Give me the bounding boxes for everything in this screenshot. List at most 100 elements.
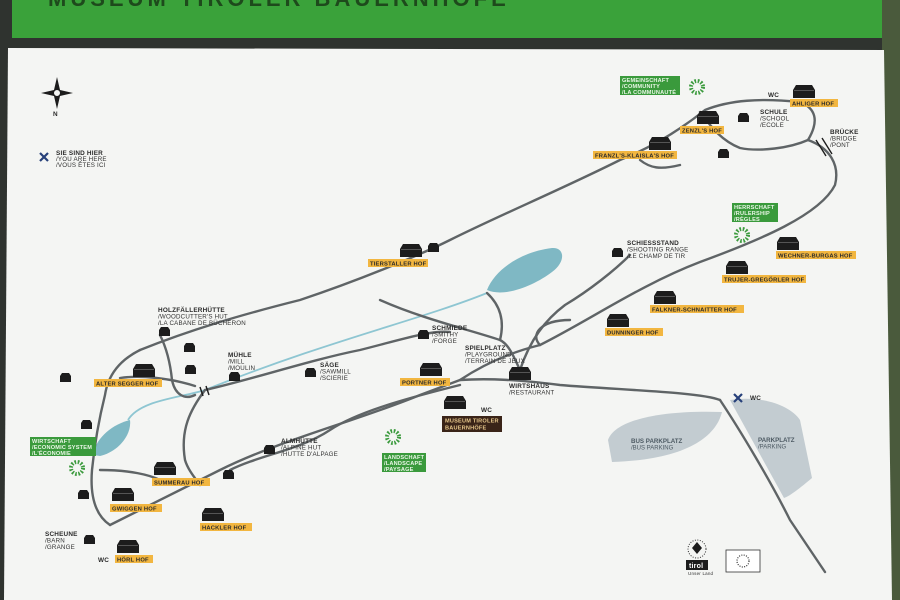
svg-text:/BRIDGE: /BRIDGE [830,136,857,143]
farm-tag-dunninger: DUNNINGER HOF [605,328,663,337]
building-icon [84,535,95,544]
svg-text:ZENZL'S HOF: ZENZL'S HOF [682,129,722,135]
svg-text:Unser Land: Unser Land [688,571,714,576]
svg-text:AHLIGER HOF: AHLIGER HOF [792,102,834,108]
wc-label-parking: WC [750,395,761,402]
building-icon [81,420,92,429]
svg-text:FRANZL'S-KLAISLA'S HOF: FRANZL'S-KLAISLA'S HOF [595,154,674,160]
building-icon [612,248,623,257]
svg-text:SCHMIEDE: SCHMIEDE [432,325,468,332]
building-icon [777,237,799,250]
bridge-icon [815,137,833,157]
farm-tag-alter-segger: ALTER SEGGER HOF [94,379,162,388]
building-icon [738,113,749,122]
svg-text:BRÜCKE: BRÜCKE [830,127,859,136]
svg-text:/PARKING: /PARKING [758,445,787,451]
svg-text:/PLAYGROUND: /PLAYGROUND [465,352,512,359]
legend-title: SIE SIND HIER [56,150,103,157]
farm-tag-trujer: TRUJER-GREGÖRLER HOF [722,275,806,284]
svg-text:WECHNER-BURGAS HOF: WECHNER-BURGAS HOF [778,254,853,260]
legend-english: /YOU ARE HERE [56,156,107,163]
building-icon [400,244,422,257]
museum-entrance-tag: MUSEUM TIROLER BAUERNHÖFE [442,416,502,432]
svg-text:FALKNER-SCHNAITTER HOF: FALKNER-SCHNAITTER HOF [652,308,737,314]
building-icon [726,261,748,274]
label-bus-parkplatz: BUS PARKPLATZ /BUS PARKING [631,438,683,452]
building-icon [305,368,316,377]
building-icon [184,343,195,352]
farm-tag-summerau: SUMMERAU HOF [152,478,210,487]
svg-text:/SHOOTING RANGE: /SHOOTING RANGE [627,247,688,254]
farm-tag-horl: HÖRL HOF [115,555,153,564]
label-bruecke: BRÜCKE /BRIDGE /PONT [830,127,859,149]
building-icon [78,490,89,499]
svg-text:DUNNINGER HOF: DUNNINGER HOF [607,331,659,337]
label-holzfaellerhuette: HOLZFÄLLERHÜTTE /WOODCUTTER'S HUT /LA CA… [158,305,246,327]
tag-gemeinschaft: GEMEINSCHAFT /COMMUNITY /LA COMMUNAUTÉ [620,76,680,96]
svg-text:TIERSTALLER HOF: TIERSTALLER HOF [370,262,427,268]
building-icon [117,540,139,553]
svg-text:SUMMERAU HOF: SUMMERAU HOF [154,481,205,487]
svg-text:/RULERSHIP: /RULERSHIP [734,211,770,217]
label-spielplatz: SPIELPLATZ /PLAYGROUND /TERRAIN DE JEUX [465,345,525,365]
svg-text:SCHEUNE: SCHEUNE [45,531,78,538]
svg-text:SPIELPLATZ: SPIELPLATZ [465,345,506,352]
svg-text:MÜHLE: MÜHLE [228,350,252,359]
svg-text:ALTER SEGGER HOF: ALTER SEGGER HOF [96,382,159,388]
building-icon [654,291,676,304]
building-icon [428,243,439,252]
compass-rose-icon [41,77,73,109]
building-icon [159,327,170,336]
small-pond [93,420,131,456]
tirol-logo: tirol Unser Land [686,539,714,576]
building-icon [202,508,224,521]
svg-text:/BARN: /BARN [45,538,65,545]
you-are-here-x-icon [39,152,49,162]
svg-text:/SCHOOL: /SCHOOL [760,116,790,123]
building-icon [509,367,531,380]
svg-text:LANDSCHAFT: LANDSCHAFT [384,455,425,461]
farm-tag-zenzl: ZENZL'S HOF [680,126,724,135]
eu-flag-logo [725,549,761,573]
building-icon [185,365,196,374]
building-icon [133,364,155,377]
svg-text:/ECONOMIC SYSTEM: /ECONOMIC SYSTEM [32,445,92,451]
farm-tag-portner: PORTNER HOF [400,378,450,387]
svg-text:/PONT: /PONT [830,142,850,149]
svg-text:/ECOLE: /ECOLE [760,122,784,129]
svg-text:WIRTSCHAFT: WIRTSCHAFT [32,439,71,445]
building-icon [223,470,234,479]
label-schmiede: SCHMIEDE /SMITHY /FORGE [432,325,468,345]
farm-tag-gwiggen: GWIGGEN HOF [110,504,162,513]
svg-text:GWIGGEN HOF: GWIGGEN HOF [112,507,157,513]
building-icon [793,85,815,98]
stream [127,292,488,421]
svg-text:ALMHÜTTE: ALMHÜTTE [281,436,318,445]
svg-text:/RESTAURANT: /RESTAURANT [509,390,554,397]
wc-label-bottom: WC [98,557,109,564]
pond [487,247,563,293]
svg-text:/LANDSCAPE: /LANDSCAPE [384,461,422,467]
mill-bridge-icon [199,385,210,397]
svg-text:BAUERNHÖFE: BAUERNHÖFE [445,425,487,432]
header-title: MUSEUM TIROLER BAUERNHÖFE [48,0,510,11]
svg-text:/FORGE: /FORGE [432,338,457,345]
wc-label-top: WC [768,92,779,99]
svg-text:SCHIESSSTAND: SCHIESSSTAND [627,240,679,247]
svg-text:SCHULE: SCHULE [760,109,788,116]
svg-text:PARKPLATZ: PARKPLATZ [758,437,795,444]
label-schiessstand: SCHIESSSTAND /SHOOTING RANGE /LE CHAMP D… [627,240,688,260]
svg-text:WIRTSHAUS: WIRTSHAUS [509,383,550,390]
svg-text:HACKLER HOF: HACKLER HOF [202,526,247,532]
svg-text:/PAYSAGE: /PAYSAGE [384,467,414,473]
label-parkplatz: PARKPLATZ /PARKING [758,437,795,451]
building-icon [607,314,629,327]
svg-text:TRUJER-GREGÖRLER HOF: TRUJER-GREGÖRLER HOF [724,277,805,284]
svg-text:/MOULIN: /MOULIN [228,365,255,372]
svg-text:HERRSCHAFT: HERRSCHAFT [734,205,775,211]
svg-text:GEMEINSCHAFT: GEMEINSCHAFT [622,78,670,84]
svg-text:MUSEUM TIROLER: MUSEUM TIROLER [445,419,499,425]
building-icon [697,111,719,124]
building-icon [649,137,671,150]
